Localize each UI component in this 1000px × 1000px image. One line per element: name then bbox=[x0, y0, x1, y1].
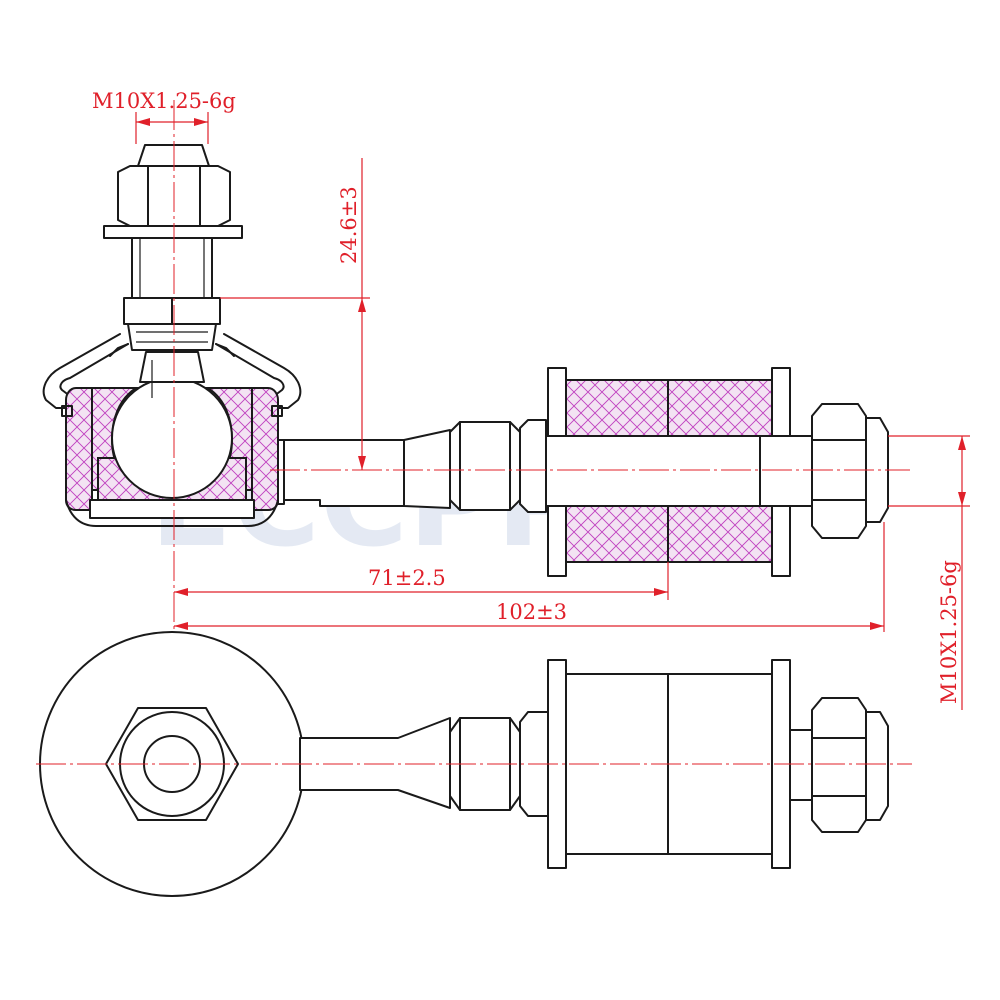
end-nut-bottom bbox=[811, 697, 889, 833]
end-view bbox=[36, 631, 912, 897]
center-distance-102-label: 102±3 bbox=[496, 600, 567, 624]
stud-hex-flange bbox=[123, 297, 221, 351]
ball-joint-ball bbox=[111, 351, 233, 499]
dimension-center-71: 71±2.5 bbox=[174, 562, 669, 600]
ball-stud-shaft bbox=[131, 237, 213, 299]
stud-height-label: 24.6±3 bbox=[337, 186, 361, 264]
thread-top-label: M10X1.25-6g bbox=[92, 89, 236, 113]
dimension-thread-top: M10X1.25-6g bbox=[92, 89, 236, 144]
rod-hex bbox=[449, 419, 547, 513]
end-nut bbox=[811, 403, 889, 539]
center-distance-71-label: 71±2.5 bbox=[368, 566, 446, 590]
rubber-bushings bbox=[545, 367, 813, 577]
dimension-thread-right: M10X1.25-6g bbox=[888, 435, 970, 710]
dimension-stud-height: 24.6±3 bbox=[220, 158, 370, 470]
rod-bottom bbox=[299, 711, 549, 817]
dimension-center-102: 102±3 bbox=[174, 522, 885, 632]
thread-right-label: M10X1.25-6g bbox=[937, 560, 961, 704]
connecting-rod bbox=[277, 429, 451, 509]
side-section-view bbox=[42, 100, 910, 720]
upper-nut bbox=[103, 144, 243, 239]
